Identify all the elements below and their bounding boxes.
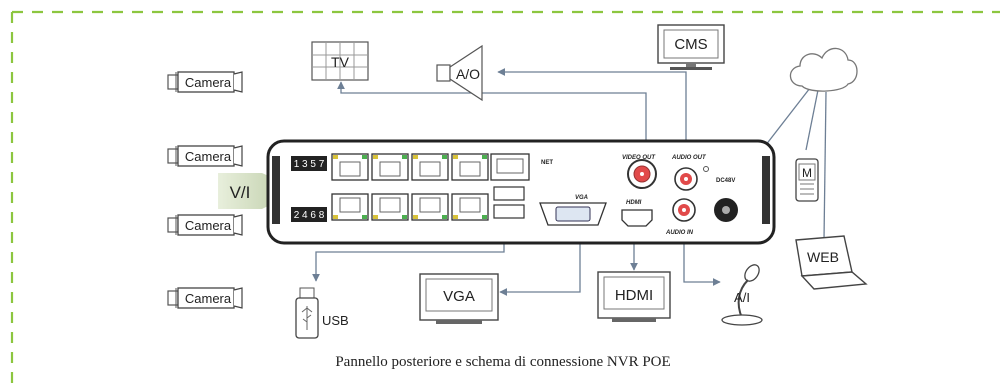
audio-out-label: AUDIO OUT bbox=[671, 155, 707, 161]
video-out-label: VIDEO OUT bbox=[622, 155, 656, 161]
camera-icon: Camera bbox=[167, 214, 243, 236]
camera-icon: Camera bbox=[167, 287, 243, 309]
web-label: WEB bbox=[807, 249, 839, 265]
cms-label: CMS bbox=[674, 36, 707, 53]
dc-label: DC48V bbox=[716, 178, 735, 184]
camera-label: Camera bbox=[185, 218, 232, 233]
laptop-icon: WEB bbox=[795, 235, 868, 290]
ports-top-numbers: 1 3 5 7 bbox=[294, 159, 325, 170]
vga-monitor-icon: VGA bbox=[419, 273, 499, 324]
dashed-border bbox=[10, 10, 1000, 385]
ao-label: A/O bbox=[456, 66, 480, 82]
vga-port-label: VGA bbox=[575, 195, 588, 201]
ports-bottom-numbers: 2 4 6 8 bbox=[294, 210, 325, 221]
camera-label: Camera bbox=[185, 291, 232, 306]
nvr-device: 1 3 5 7 2 4 6 8 NET VGA HDMI VIDEO OUT A… bbox=[266, 139, 776, 245]
hdmi-port-label: HDMI bbox=[626, 200, 642, 206]
camera-label: Camera bbox=[185, 149, 232, 164]
tv-label: TV bbox=[331, 54, 350, 70]
diagram-caption: Pannello posteriore e schema di connessi… bbox=[335, 354, 671, 370]
cloud-icon bbox=[789, 47, 858, 92]
poe-ports bbox=[331, 153, 489, 221]
poe-port bbox=[371, 153, 409, 181]
connection-lines bbox=[312, 68, 827, 296]
cms-monitor-icon: CMS bbox=[657, 24, 725, 70]
hdmi-monitor-icon: HDMI bbox=[597, 271, 671, 322]
net-port-label: NET bbox=[541, 160, 553, 166]
poe-port bbox=[371, 193, 409, 221]
poe-port bbox=[331, 153, 369, 181]
tv-icon: TV bbox=[311, 41, 369, 81]
vi-label: V/I bbox=[230, 183, 251, 202]
poe-port bbox=[451, 193, 489, 221]
camera-label: Camera bbox=[185, 75, 232, 90]
poe-port bbox=[331, 193, 369, 221]
microphone-icon: A/I bbox=[721, 264, 763, 326]
m-label: M bbox=[802, 166, 812, 180]
ai-label: A/I bbox=[734, 290, 750, 305]
camera-icon: Camera bbox=[167, 145, 243, 167]
phone-icon: M bbox=[795, 158, 819, 202]
poe-port bbox=[451, 153, 489, 181]
speaker-icon: A/O bbox=[436, 44, 483, 102]
vga-monitor-label: VGA bbox=[443, 288, 475, 305]
poe-port bbox=[411, 153, 449, 181]
usb-drive-icon: USB bbox=[295, 287, 349, 339]
hdmi-monitor-label: HDMI bbox=[615, 287, 653, 304]
poe-port bbox=[411, 193, 449, 221]
camera-icon: Camera bbox=[167, 71, 243, 93]
usb-label: USB bbox=[322, 313, 349, 328]
audio-in-label: AUDIO IN bbox=[665, 230, 694, 236]
